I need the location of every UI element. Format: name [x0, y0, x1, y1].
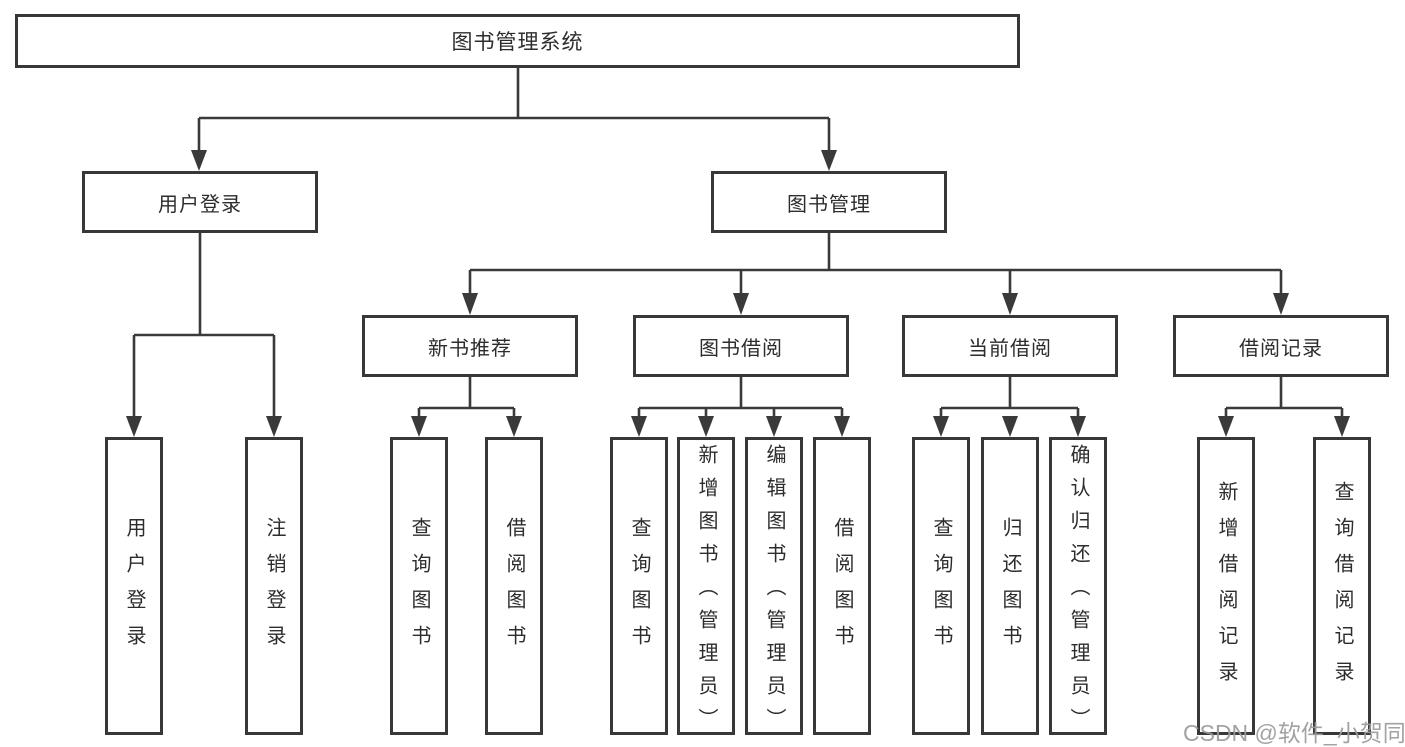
leaf-current-confirm-return-admin: 确认归还（管理员） — [1049, 437, 1107, 741]
leaf-user-login: 用户登录 — [105, 437, 163, 735]
leaf-borrow-add-books-admin: 新增图书（管理员） — [677, 437, 735, 741]
node-borrow-record: 借阅记录 — [1173, 315, 1389, 377]
node-current-borrow: 当前借阅 — [902, 315, 1118, 377]
node-user-login: 用户登录 — [82, 171, 318, 233]
leaf-current-return-books: 归还图书 — [981, 437, 1039, 735]
leaf-newbook-query-books: 查询图书 — [390, 437, 448, 735]
leaf-logout: 注销登录 — [245, 437, 303, 735]
node-book-manage: 图书管理 — [711, 171, 947, 233]
leaf-current-query-books: 查询图书 — [912, 437, 970, 735]
leaf-borrow-edit-books-admin: 编辑图书（管理员） — [745, 437, 803, 741]
leaf-borrow-query-books: 查询图书 — [610, 437, 668, 735]
leaf-newbook-borrow-books: 借阅图书 — [485, 437, 543, 735]
csdn-watermark: CSDN @软件_小贺同学 — [1183, 720, 1405, 746]
leaf-record-query-borrow-record: 查询借阅记录 — [1313, 437, 1371, 735]
leaf-borrow-borrow-books: 借阅图书 — [813, 437, 871, 735]
leaf-record-add-borrow-record: 新增借阅记录 — [1197, 437, 1255, 735]
node-book-borrow: 图书借阅 — [633, 315, 849, 377]
node-new-book-recommend: 新书推荐 — [362, 315, 578, 377]
node-library-management-system: 图书管理系统 — [15, 14, 1020, 68]
